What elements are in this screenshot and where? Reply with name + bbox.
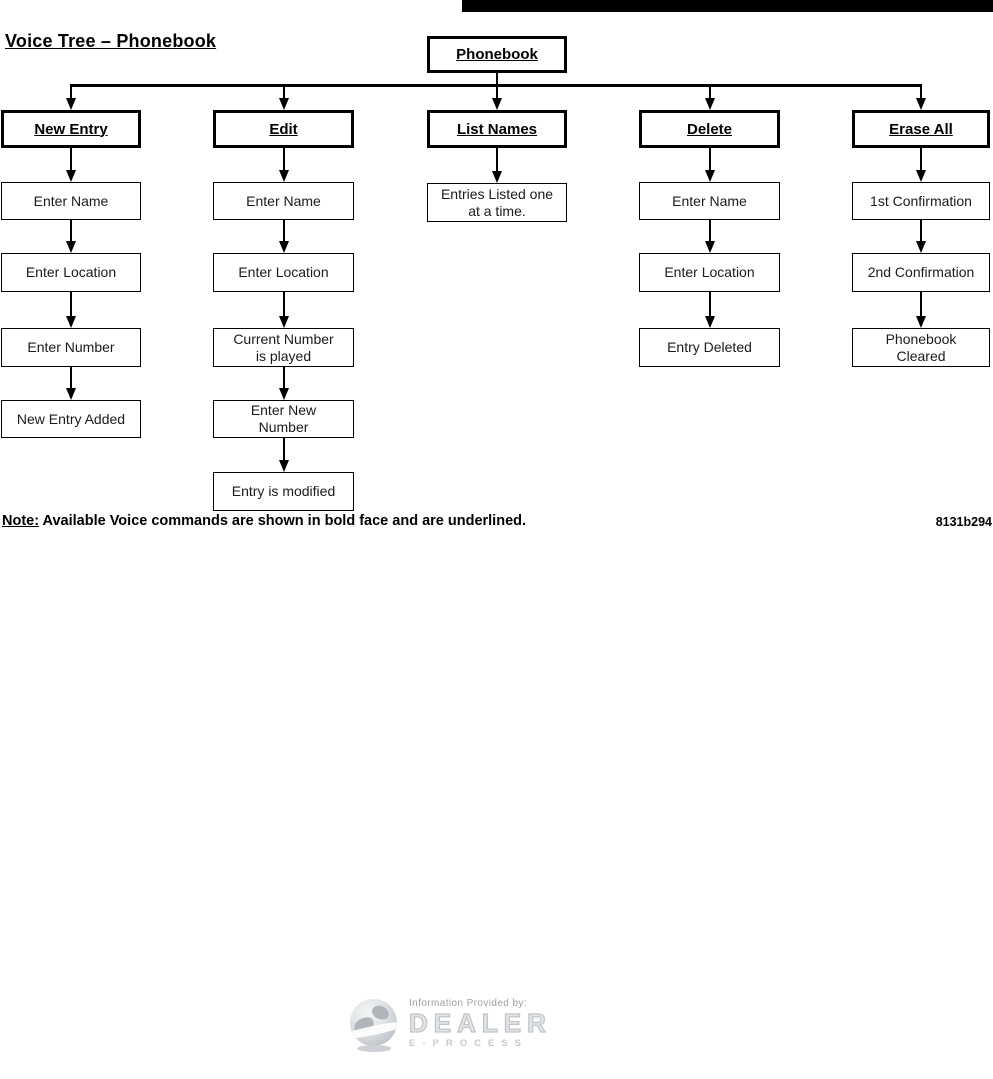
node-box: Enter Location bbox=[639, 253, 780, 292]
flow-arrow bbox=[279, 292, 289, 328]
branch-header-new-entry: New Entry bbox=[1, 110, 141, 148]
top-black-bar bbox=[462, 0, 993, 12]
branch-header-erase-all: Erase All bbox=[852, 110, 990, 148]
flow-arrow bbox=[705, 292, 715, 328]
node-box: Entry Deleted bbox=[639, 328, 780, 367]
node-box: Current Number is played bbox=[213, 328, 354, 367]
root-stem-line bbox=[496, 73, 498, 86]
flow-arrow bbox=[279, 220, 289, 253]
flow-arrow bbox=[279, 438, 289, 472]
footnote-text: Available Voice commands are shown in bo… bbox=[39, 513, 527, 529]
flow-arrow bbox=[705, 220, 715, 253]
node-box: Enter Number bbox=[1, 328, 141, 367]
globe-sphere bbox=[350, 999, 397, 1046]
flow-arrow bbox=[66, 367, 76, 400]
watermark-text: Information Provided by: DEALER E-PROCES… bbox=[408, 997, 552, 1049]
footnote: Note: Available Voice commands are shown… bbox=[2, 513, 526, 529]
flow-arrow bbox=[916, 220, 926, 253]
flow-arrow bbox=[916, 86, 926, 110]
document-code: 8131b294 bbox=[935, 515, 992, 529]
page-title: Voice Tree – Phonebook bbox=[5, 31, 217, 51]
footnote-label: Note: bbox=[2, 513, 40, 529]
watermark: Information Provided by: DEALER E-PROCES… bbox=[350, 997, 552, 1055]
flow-arrow bbox=[66, 86, 76, 110]
flow-arrow bbox=[705, 86, 715, 110]
flow-arrow bbox=[279, 148, 289, 182]
root-box-phonebook: Phonebook bbox=[427, 36, 567, 73]
flow-arrow bbox=[916, 148, 926, 182]
node-box: 1st Confirmation bbox=[852, 182, 990, 220]
flow-arrow bbox=[279, 86, 289, 110]
flow-arrow bbox=[492, 148, 502, 183]
flow-arrow bbox=[279, 367, 289, 400]
node-box: Enter Name bbox=[213, 182, 354, 220]
node-box: Entry is modified bbox=[213, 472, 354, 511]
node-box: Enter Location bbox=[213, 253, 354, 292]
node-box: Enter New Number bbox=[213, 400, 354, 438]
globe-icon bbox=[350, 997, 402, 1055]
watermark-provided-by: Information Provided by: bbox=[409, 998, 527, 1009]
flow-arrow bbox=[916, 292, 926, 328]
branch-header-delete: Delete bbox=[639, 110, 780, 148]
branch-header-list-names: List Names bbox=[427, 110, 567, 148]
node-box: New Entry Added bbox=[1, 400, 141, 438]
node-box: Enter Location bbox=[1, 253, 141, 292]
flow-arrow bbox=[66, 292, 76, 328]
watermark-sub-brand: E-PROCESS bbox=[409, 1038, 528, 1049]
branch-header-edit: Edit bbox=[213, 110, 354, 148]
node-box: Entries Listed one at a time. bbox=[427, 183, 567, 222]
flow-arrow bbox=[66, 220, 76, 253]
globe-shadow bbox=[357, 1045, 391, 1052]
node-box: Enter Name bbox=[639, 182, 780, 220]
flow-arrow bbox=[492, 86, 502, 110]
node-box: Enter Name bbox=[1, 182, 141, 220]
flow-arrow bbox=[705, 148, 715, 182]
node-box: 2nd Confirmation bbox=[852, 253, 990, 292]
node-box: Phonebook Cleared bbox=[852, 328, 990, 367]
globe-continent bbox=[370, 1004, 391, 1021]
watermark-brand: DEALER bbox=[408, 1008, 552, 1038]
branch-rail-line bbox=[70, 84, 922, 87]
flow-arrow bbox=[66, 148, 76, 182]
